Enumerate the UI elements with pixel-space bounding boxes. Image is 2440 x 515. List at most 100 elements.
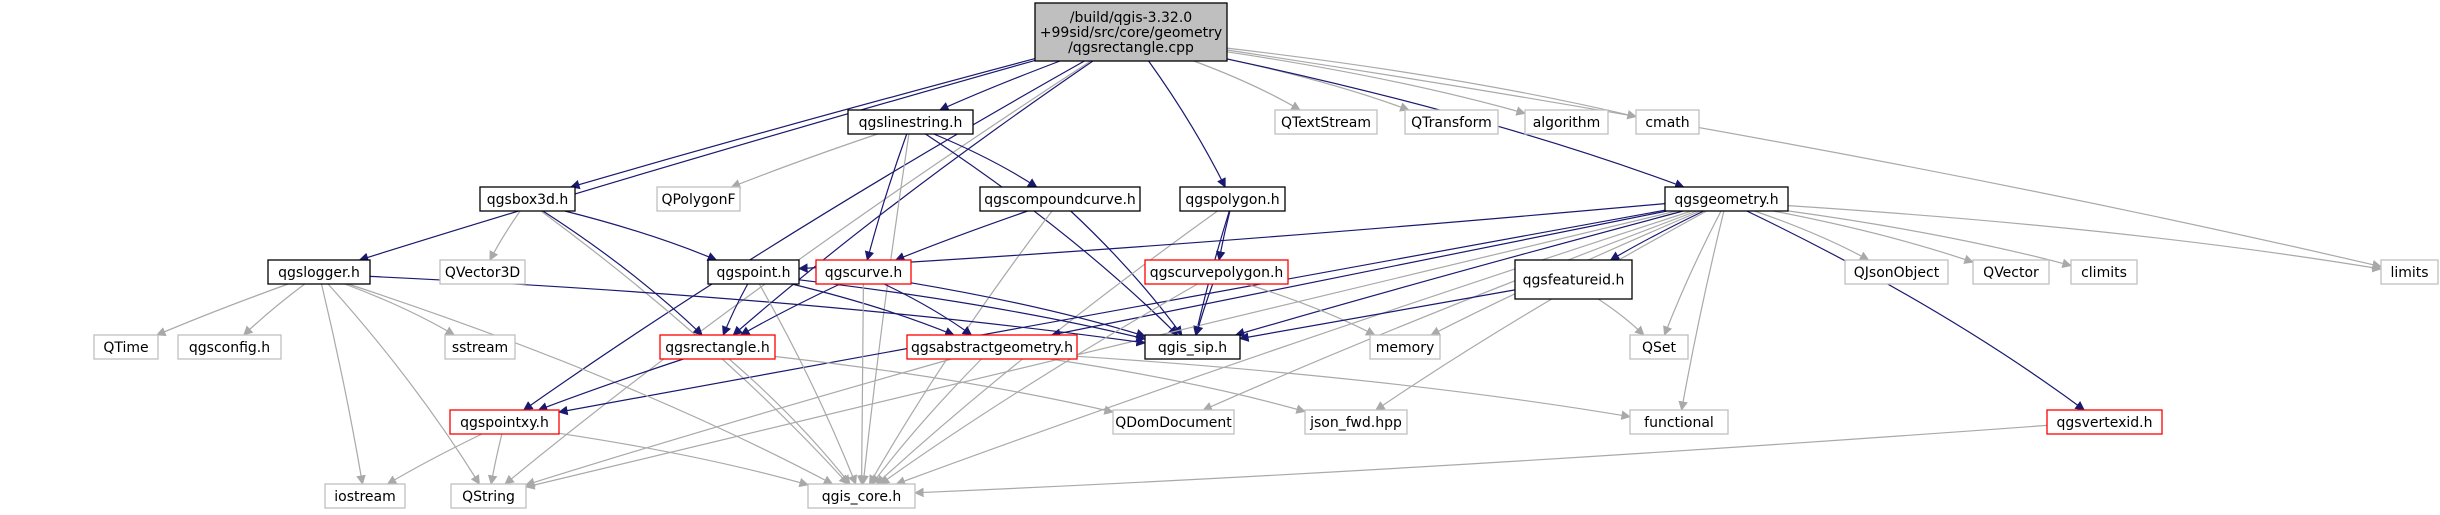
node-qgsconfig: qgsconfig.h — [177, 334, 282, 360]
node-functional: functional — [1629, 409, 1729, 435]
node-qgslogger[interactable]: qgslogger.h — [267, 259, 371, 285]
edge-qgsgeometry-to-limits — [1787, 205, 2382, 273]
node-label-qset: QSet — [1642, 340, 1677, 356]
node-qgscurve[interactable]: qgscurve.h — [815, 259, 912, 285]
node-qgscurvepolygon[interactable]: qgscurvepolygon.h — [1144, 259, 1289, 285]
node-qgspointxy[interactable]: qgspointxy.h — [449, 409, 560, 435]
edge-qgsrectangle-to-qgspointxy — [537, 358, 684, 412]
edge-root-to-cmath — [1226, 47, 1637, 120]
node-box-qgscompoundcurve — [979, 186, 1141, 212]
edge-qgsgeometry-to-qgsfeatureid — [1609, 210, 1704, 261]
node-qgsabstractgeometry[interactable]: qgsabstractgeometry.h — [906, 334, 1078, 360]
node-qgscompoundcurve[interactable]: qgscompoundcurve.h — [979, 186, 1141, 212]
edge-qgsrectangle-to-qgis_core — [728, 358, 851, 485]
edge-root-to-qgslogger — [358, 59, 1036, 262]
node-box-qgsgeometry — [1664, 186, 1789, 212]
node-label-memory: memory — [1376, 340, 1435, 356]
node-sstream: sstream — [444, 334, 516, 360]
node-box-qgsvertexid — [2046, 409, 2163, 435]
node-box-qgspointxy — [449, 409, 560, 435]
node-qtextstream: QTextStream — [1274, 109, 1378, 135]
node-qgsvertexid[interactable]: qgsvertexid.h — [2046, 409, 2163, 435]
edge-qgsgeometry-to-qvector — [1773, 210, 1974, 264]
node-box-qtransform — [1404, 109, 1499, 135]
node-qvector: QVector — [1972, 259, 2050, 285]
node-label-qtextstream: QTextStream — [1281, 115, 1371, 131]
node-label-qgsabstractgeometry: qgsabstractgeometry.h — [911, 340, 1073, 356]
node-box-qset — [1629, 334, 1689, 360]
edge-root-to-qgslinestring — [939, 60, 1061, 111]
edge-qgslinestring-to-qpolygonf — [730, 133, 878, 189]
edge-qgslogger-to-qgis_sip — [369, 275, 1146, 347]
node-label-qgscompoundcurve: qgscompoundcurve.h — [984, 192, 1136, 208]
edge-qgsgeometry-to-qgspoint — [798, 203, 1666, 273]
node-box-qgslogger — [267, 259, 371, 285]
node-qgis_sip[interactable]: qgis_sip.h — [1144, 334, 1241, 360]
edge-qgsabstractgeometry-to-qstring — [525, 358, 952, 487]
edge-qgslinestring-to-qgscurve — [864, 133, 908, 261]
node-box-qtextstream — [1274, 109, 1378, 135]
node-label-qgspolygon: qgspolygon.h — [1185, 192, 1279, 208]
node-box-qgsbox3d — [479, 186, 576, 212]
edge-qgsabstractgeometry-to-qgis_core — [871, 358, 982, 485]
node-label-cmath: cmath — [1645, 115, 1689, 131]
node-label-limits: limits — [2390, 265, 2428, 281]
node-box-qgis_sip — [1144, 334, 1241, 360]
edge-qgslogger-to-qgsconfig — [243, 283, 306, 336]
node-label-qgslinestring: qgslinestring.h — [859, 115, 963, 131]
node-label-qgspointxy: qgspointxy.h — [460, 415, 549, 431]
node-json_fwd: json_fwd.hpp — [1304, 409, 1408, 435]
edge-root-to-algorithm — [1226, 51, 1526, 116]
edge-qgsfeatureid-to-qset — [1597, 298, 1645, 336]
node-label-qgsgeometry: qgsgeometry.h — [1674, 192, 1778, 208]
node-qgis_core: qgis_core.h — [807, 483, 916, 509]
node-root[interactable]: /build/qgis-3.32.0+99sid/src/core/geomet… — [1034, 2, 1228, 62]
node-box-qjsonobject — [1844, 259, 1949, 285]
edge-qgscompoundcurve-to-qgscurve — [894, 210, 1028, 262]
node-box-json_fwd — [1304, 409, 1408, 435]
edge-qgsgeometry-to-functional — [1678, 210, 1725, 411]
node-qgsgeometry[interactable]: qgsgeometry.h — [1664, 186, 1789, 212]
node-label-qdomdocument: QDomDocument — [1115, 415, 1232, 431]
node-label-root: /qgsrectangle.cpp — [1068, 40, 1194, 56]
node-label-qpolygonf: QPolygonF — [661, 192, 735, 208]
node-box-qgis_core — [807, 483, 916, 509]
node-box-sstream — [444, 334, 516, 360]
edge-qgscurve-to-qgsabstractgeometry — [883, 283, 973, 336]
edge-qgslinestring-to-qgscompoundcurve — [933, 133, 1038, 188]
node-qdomdocument: QDomDocument — [1112, 409, 1235, 435]
node-qgsrectangle[interactable]: qgsrectangle.h — [659, 334, 776, 360]
node-qtransform: QTransform — [1404, 109, 1499, 135]
node-box-qpolygonf — [656, 186, 741, 212]
node-box-qgslinestring — [847, 109, 974, 135]
node-iostream: iostream — [324, 483, 406, 509]
edge-qgsfeatureid-to-qgis_sip — [1239, 289, 1516, 342]
edge-qgsvertexid-to-qgis_core — [914, 424, 2048, 498]
edge-qgsabstractgeometry-to-functional — [1076, 355, 1631, 420]
node-qgsbox3d[interactable]: qgsbox3d.h — [479, 186, 576, 212]
node-label-qjsonobject: QJsonObject — [1854, 265, 1940, 281]
node-box-qgspolygon — [1179, 186, 1286, 212]
edge-qgsgeometry-to-qgsvertexid — [1746, 210, 2085, 411]
node-box-qgscurve — [815, 259, 912, 285]
edge-root-to-qgspolygon — [1148, 60, 1226, 188]
node-label-qgscurve: qgscurve.h — [825, 265, 903, 281]
edge-root-to-limits — [1226, 49, 2382, 270]
node-qgspolygon[interactable]: qgspolygon.h — [1179, 186, 1286, 212]
node-label-qgsfeatureid: qgsfeatureid.h — [1523, 273, 1625, 289]
node-qgslinestring[interactable]: qgslinestring.h — [847, 109, 974, 135]
edge-qgslogger-to-sstream — [344, 283, 456, 336]
edge-qgscurve-to-qgsrectangle — [740, 283, 841, 336]
edge-qgscurvepolygon-to-memory — [1246, 283, 1376, 336]
node-box-qstring — [450, 483, 527, 509]
node-box-qvector — [1972, 259, 2050, 285]
edge-qgscurvepolygon-to-qgis_core — [879, 283, 1198, 485]
node-qgspoint[interactable]: qgspoint.h — [707, 259, 800, 285]
node-box-qgsabstractgeometry — [906, 334, 1078, 360]
node-qgsfeatureid[interactable]: qgsfeatureid.h — [1514, 259, 1633, 300]
edge-qgspointxy-to-qstring — [487, 433, 503, 485]
node-box-qgscurvepolygon — [1144, 259, 1289, 285]
edge-qgspoint-to-qgis_sip — [798, 279, 1146, 342]
node-label-qgis_core: qgis_core.h — [822, 489, 902, 505]
edge-root-to-qgspointxy — [523, 60, 1085, 411]
